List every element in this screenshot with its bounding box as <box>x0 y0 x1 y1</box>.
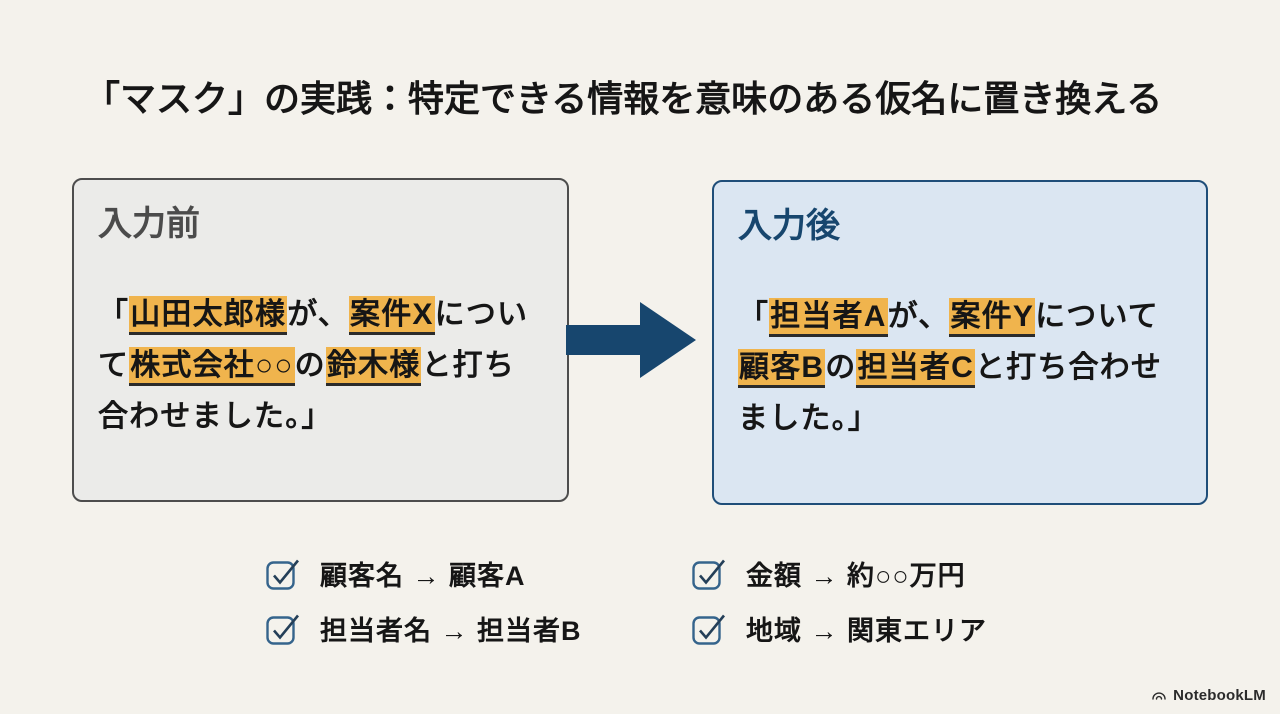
before-box: 入力前 「山田太郎様が、案件Xについ て株式会社○○の鈴木様と打ち 合わせました… <box>72 178 569 502</box>
notebooklm-icon <box>1152 692 1166 700</box>
checklist-column-right: 金額 → 約○○万円地域 → 関東エリア <box>692 554 987 648</box>
checklist-column-left: 顧客名 → 顧客A 担当者名 → 担当者B <box>266 554 582 648</box>
checklist-item: 金額 → 約○○万円 <box>692 554 987 593</box>
masked-term: 案件X <box>349 295 435 335</box>
before-box-header: 入力前 <box>98 205 200 243</box>
plain-text: と打ち合わせ ました。」 <box>738 350 1163 435</box>
masked-term: 株式会社○○ <box>129 346 295 386</box>
plain-text: の <box>294 348 326 382</box>
masked-term: 鈴木様 <box>325 346 422 386</box>
checklist-item: 地域 → 関東エリア <box>692 609 987 648</box>
checklist-item-label: 担当者名 → 担当者B <box>320 616 582 646</box>
masked-term: 担当者A <box>769 297 888 337</box>
checklist-item: 担当者名 → 担当者B <box>266 609 582 648</box>
masked-term: 担当者C <box>856 348 975 388</box>
checkbox-checked-icon <box>692 559 726 590</box>
checklist-item-label: 地域 → 関東エリア <box>746 616 988 646</box>
arrow-right-icon <box>566 288 698 392</box>
plain-text: が、 <box>887 299 950 333</box>
checklist-item: 顧客名 → 顧客A <box>266 554 582 593</box>
plain-text: 「 <box>738 299 770 333</box>
checkbox-checked-icon <box>266 614 300 645</box>
notebooklm-logo: NotebookLM <box>1150 687 1266 704</box>
plain-text: が、 <box>287 297 350 331</box>
masked-term: 案件Y <box>949 297 1036 337</box>
checklist-item-label: 金額 → 約○○万円 <box>746 561 966 591</box>
checkbox-checked-icon <box>266 559 300 590</box>
plain-text: と打ち 合わせました。」 <box>98 348 516 433</box>
checklist-item-label: 顧客名 → 顧客A <box>320 561 526 591</box>
masked-term: 顧客B <box>738 348 826 388</box>
after-box: 入力後 「担当者Aが、案件Yについて 顧客Bの担当者Cと打ち合わせ ました。」 <box>712 180 1208 505</box>
after-box-text: 「担当者Aが、案件Yについて 顧客Bの担当者Cと打ち合わせ ました。」 <box>738 291 1186 444</box>
page-title: 「マスク」の実践：特定できる情報を意味のある仮名に置き換える <box>84 78 1163 119</box>
plain-text: につい て <box>98 297 529 382</box>
after-box-header: 入力後 <box>738 207 840 245</box>
plain-text: 「 <box>98 297 130 331</box>
before-box-text: 「山田太郎様が、案件Xについ て株式会社○○の鈴木様と打ち 合わせました。」 <box>98 289 547 442</box>
checkbox-checked-icon <box>692 614 726 645</box>
plain-text: について <box>1035 299 1160 333</box>
plain-text: の <box>825 350 857 384</box>
masked-term: 山田太郎様 <box>129 295 288 335</box>
notebooklm-logo-text: NotebookLM <box>1173 687 1266 704</box>
